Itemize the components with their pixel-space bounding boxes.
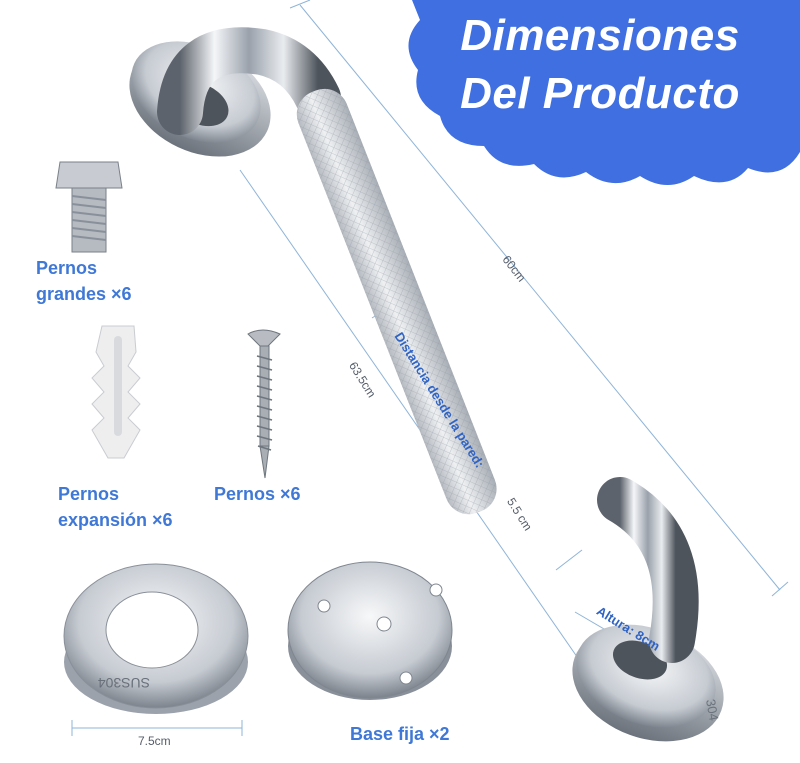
expansion-bolts-label-line2: expansión ×6	[58, 510, 173, 530]
cover-ring-image: SUS304	[63, 563, 249, 714]
diameter-dimension: 7.5cm	[138, 734, 171, 748]
ring-engraving: SUS304	[98, 675, 150, 691]
expansion-anchor-image	[91, 325, 141, 459]
large-bolts-label-line2: grandes ×6	[36, 284, 132, 304]
bottom-engraving: 304	[703, 698, 722, 722]
base-plate-label: Base fija ×2	[350, 724, 450, 744]
large-bolts-label-line1: Pernos	[36, 258, 98, 278]
base-plate-image	[287, 561, 453, 700]
screws-label: Pernos ×6	[214, 484, 301, 504]
grab-bar	[157, 27, 699, 663]
header-title-line2: Del Producto	[460, 69, 740, 118]
screw-image	[247, 329, 281, 479]
header-title-line1: Dimensiones	[460, 11, 740, 60]
bottom-mount: 304	[572, 624, 724, 742]
expansion-bolts-label-line1: Pernos	[58, 484, 120, 504]
large-bolt-image	[55, 161, 123, 253]
header-cloud	[408, 0, 800, 185]
